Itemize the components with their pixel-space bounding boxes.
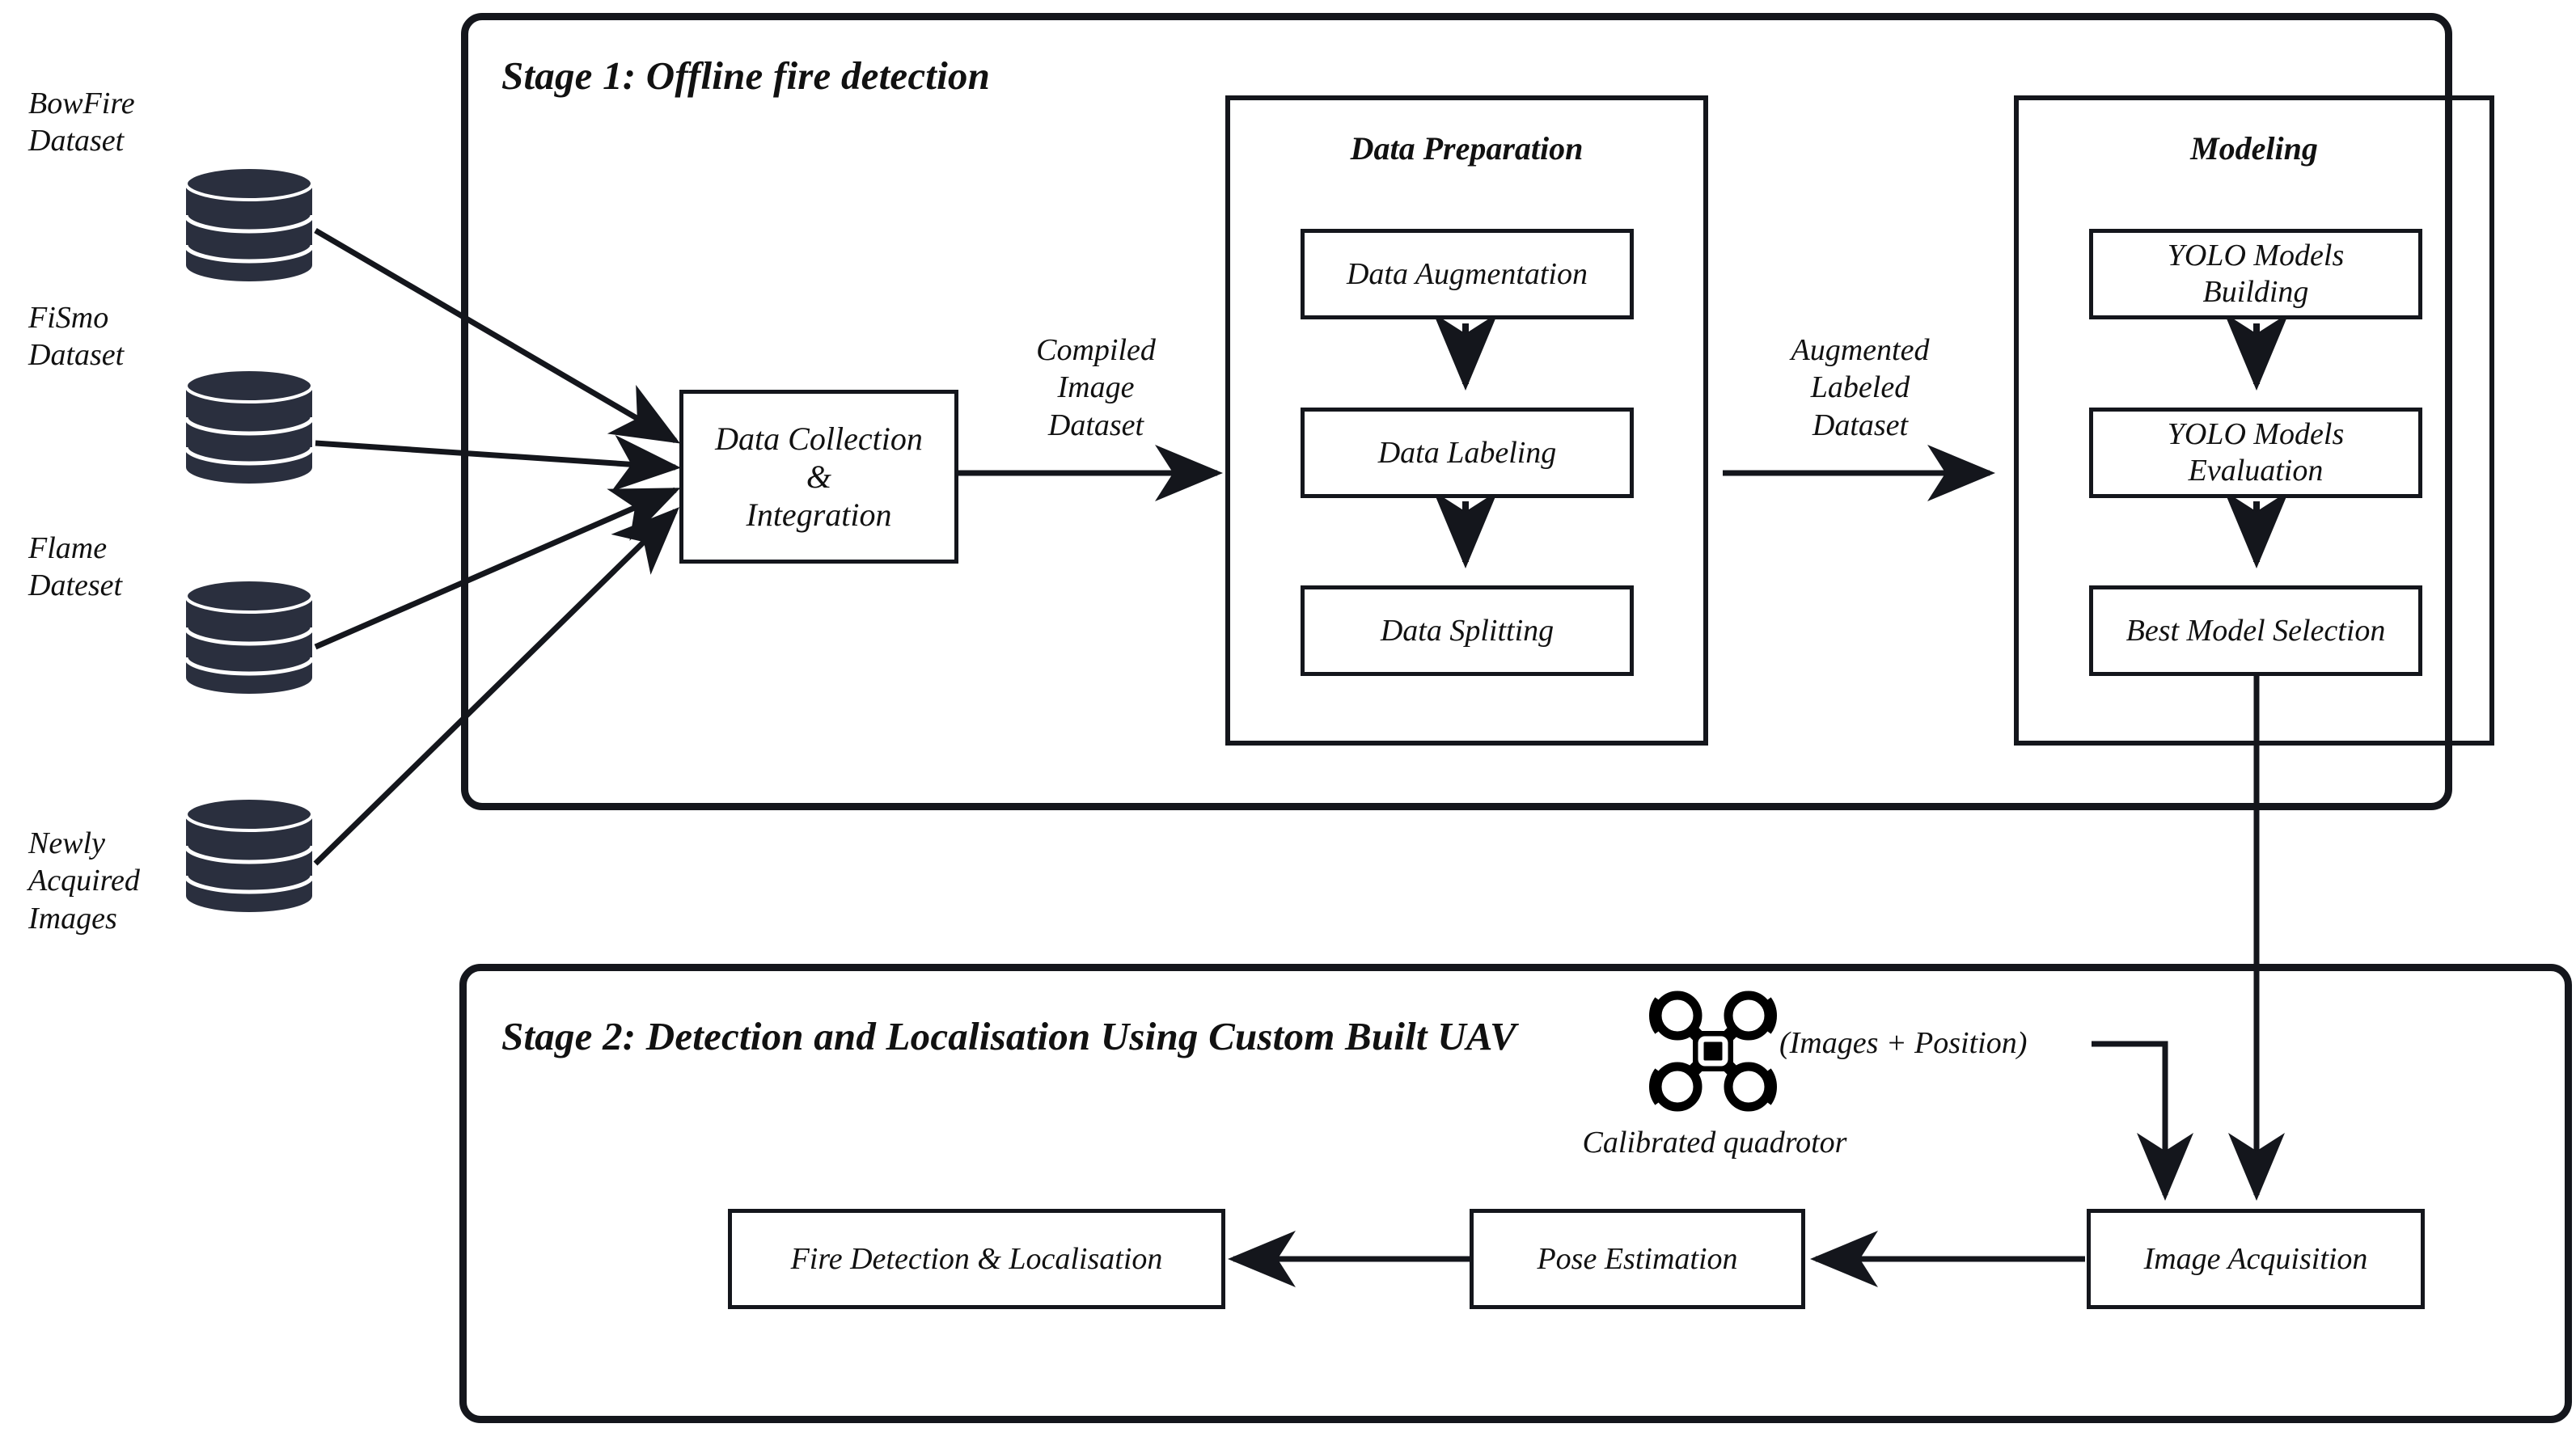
dataset-label-flame: Flame Dateset xyxy=(28,531,123,603)
data-preparation-group xyxy=(1225,95,1708,746)
stage-2-title: Stage 2: Detection and Localisation Usin… xyxy=(501,1014,1516,1058)
modeling-title: Modeling xyxy=(2190,130,2318,167)
step-yolo-models-evaluation[interactable]: YOLO Models Evaluation xyxy=(2089,408,2422,498)
stage-1-container xyxy=(461,13,2452,810)
edge-label-compiled-image-dataset: Compiled Image Dataset xyxy=(1036,333,1156,442)
dataset-label-bowfire: BowFire Dataset xyxy=(28,87,135,158)
edge-label-augmented-labeled-dataset: Augmented Labeled Dataset xyxy=(1791,333,1930,442)
step-yolo-models-building[interactable]: YOLO Models Building xyxy=(2089,229,2422,319)
database-icon xyxy=(184,368,314,485)
stage-2-container xyxy=(459,964,2572,1423)
data-collection-box[interactable]: Data Collection & Integration xyxy=(679,390,958,564)
stage-1-title: Stage 1: Offline fire detection xyxy=(501,53,991,98)
database-icon xyxy=(184,166,314,283)
quadrotor-drone-icon xyxy=(1648,988,1778,1116)
step-data-splitting[interactable]: Data Splitting xyxy=(1301,585,1634,676)
box-pose-estimation[interactable]: Pose Estimation xyxy=(1470,1209,1805,1309)
database-icon xyxy=(184,796,314,914)
dataset-label-newly-acquired: Newly Acquired Images xyxy=(28,826,140,936)
data-preparation-title: Data Preparation xyxy=(1350,130,1584,167)
step-data-labeling[interactable]: Data Labeling xyxy=(1301,408,1634,498)
step-best-model-selection[interactable]: Best Model Selection xyxy=(2089,585,2422,676)
step-data-augmentation[interactable]: Data Augmentation xyxy=(1301,229,1634,319)
dataset-label-fismo: FiSmo Dataset xyxy=(28,301,125,373)
modeling-group xyxy=(2014,95,2494,746)
box-image-acquisition[interactable]: Image Acquisition xyxy=(2087,1209,2425,1309)
database-icon xyxy=(184,578,314,695)
box-fire-detection-localisation[interactable]: Fire Detection & Localisation xyxy=(728,1209,1225,1309)
drone-caption: Calibrated quadrotor xyxy=(1582,1126,1847,1160)
drone-output-label: (Images + Position) xyxy=(1779,1026,2028,1060)
